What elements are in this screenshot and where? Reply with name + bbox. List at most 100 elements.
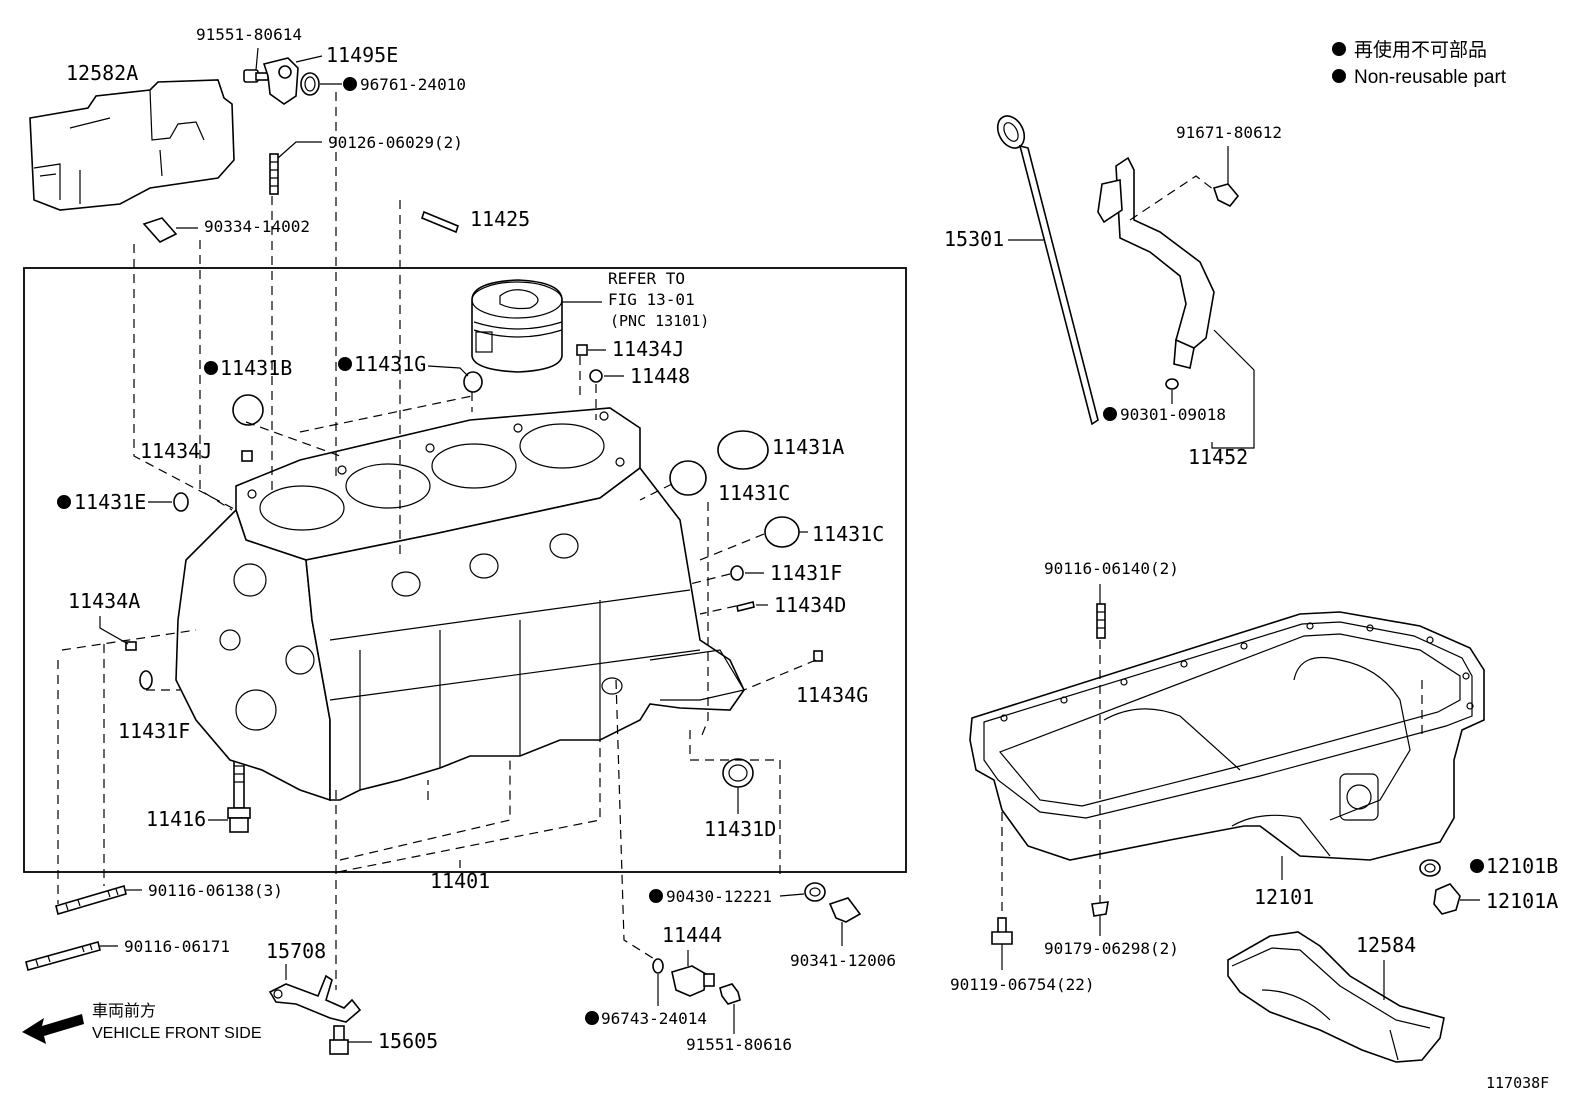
callout-11431B: 11431B <box>220 356 292 380</box>
callout-91551-80616: 91551-80616 <box>686 1035 792 1054</box>
plug-15605 <box>329 1025 349 1055</box>
insulator-12582A <box>29 79 235 211</box>
vehicle-front-arrow <box>22 1014 84 1044</box>
callout-11431E: 11431E <box>74 490 146 514</box>
callout-11425: 11425 <box>470 207 530 231</box>
figure-id: 117038F <box>1486 1074 1549 1092</box>
callout-11452: 11452 <box>1188 445 1248 469</box>
callout-90341-12006: 90341-12006 <box>790 951 896 970</box>
plug-11431C-2 <box>764 516 800 548</box>
gasket-12101B-inner <box>1424 863 1436 873</box>
callout-11434J-left: 11434J <box>140 439 212 463</box>
callout-91671-80612: 91671-80612 <box>1176 123 1282 142</box>
non-reusable-dot-90430 <box>649 889 663 903</box>
non-reusable-dot-96743 <box>585 1011 599 1025</box>
callout-11434G: 11434G <box>796 683 868 707</box>
non-reusable-dot-96761 <box>343 77 357 91</box>
callout-11434J-top: 11434J <box>612 337 684 361</box>
callout-90334-14002: 90334-14002 <box>204 217 310 236</box>
non-reusable-dot-11431E <box>57 495 71 509</box>
callout-90116-06171: 90116-06171 <box>124 937 230 956</box>
assembly-guides-top <box>133 92 817 741</box>
callout-12101: 12101 <box>1254 885 1314 909</box>
stud-90116-06138 <box>55 884 127 916</box>
lead-11431G <box>427 365 469 377</box>
callout-90179-06298: 90179-06298(2) <box>1044 939 1179 958</box>
callout-11431C-2: 11431C <box>812 522 884 546</box>
callout-96761-24010: 96761-24010 <box>360 75 466 94</box>
stud-90116-06171 <box>25 941 101 971</box>
callout-90116-06140: 90116-06140(2) <box>1044 559 1179 578</box>
lead-11495E <box>295 55 323 63</box>
callout-11495E: 11495E <box>326 43 398 67</box>
plug-90334-14002 <box>142 217 178 243</box>
piston-reference <box>471 279 563 373</box>
callout-11431C-1: 11431C <box>718 481 790 505</box>
gasket-12101B <box>1419 859 1441 877</box>
plug-11431B <box>232 394 264 426</box>
callout-11434A: 11434A <box>68 589 140 613</box>
pin-11434G <box>813 650 823 662</box>
refer-line2: FIG 13-01 <box>608 290 695 309</box>
legend-text-jp: 再使用不可部品 <box>1354 39 1487 61</box>
callout-11401: 11401 <box>430 869 490 893</box>
dipstick-15301 <box>996 115 1099 426</box>
refer-line1: REFER TO <box>608 269 685 288</box>
bolt-91551-80616 <box>719 983 741 1005</box>
callout-11431F-left: 11431F <box>118 719 190 743</box>
oil-pan-12101 <box>969 611 1485 861</box>
baffle-12584 <box>1227 931 1445 1063</box>
assembly-guides-bottom <box>57 629 781 990</box>
legend-dot-jp <box>1332 42 1346 56</box>
non-reusable-dot-11431G <box>338 357 352 371</box>
stud-11425 <box>421 210 459 234</box>
plug-11431C-1 <box>669 460 707 496</box>
lead-90430 <box>779 893 805 897</box>
o-ring-96761-24010-inner <box>304 76 316 92</box>
callout-90116-06138: 90116-06138(3) <box>148 881 283 900</box>
callout-12101B: 12101B <box>1486 854 1558 878</box>
callout-12584: 12584 <box>1356 933 1416 957</box>
callout-11448: 11448 <box>630 364 690 388</box>
plug-11431G <box>463 371 483 393</box>
callout-11444: 11444 <box>662 923 722 947</box>
guide-91671 <box>1129 175 1215 221</box>
drain-plug-12101A <box>1433 883 1461 915</box>
plug-90341-12006 <box>828 897 862 923</box>
callout-90430-12221: 90430-12221 <box>666 887 772 906</box>
non-reusable-dot-90301 <box>1103 407 1117 421</box>
plug-11431E <box>173 492 189 512</box>
pin-11434J-left <box>241 450 253 462</box>
pin-11434D <box>736 601 755 612</box>
callout-90119-06754: 90119-06754(22) <box>950 975 1095 994</box>
lead-11452 <box>1211 329 1255 449</box>
gasket-90430-inner <box>809 887 821 897</box>
cover-11495E <box>262 57 299 105</box>
o-ring-96743-24014 <box>652 958 664 974</box>
sensor-11444 <box>671 965 715 997</box>
nut-90179-06298 <box>1091 901 1109 917</box>
callout-11416: 11416 <box>146 807 206 831</box>
non-reusable-dot-11431B <box>204 361 218 375</box>
cylinder-block-11401 <box>175 407 745 802</box>
non-reusable-dot-12101B <box>1470 859 1484 873</box>
pin-11434J-top <box>576 344 588 356</box>
callout-12582A: 12582A <box>66 61 138 85</box>
o-ring-90301-09018 <box>1165 378 1179 390</box>
callout-15301: 15301 <box>944 227 1004 251</box>
stud-90126-06029 <box>269 153 279 195</box>
vehicle-front-jp: 車両前方 <box>92 1002 156 1020</box>
lead-90126 <box>277 141 322 159</box>
legend: 再使用不可部品 Non-reusable part <box>1332 39 1507 88</box>
o-ring-96761-24010 <box>300 72 320 96</box>
lead-11434A <box>99 616 129 645</box>
refer-line3: (PNC 13101) <box>610 312 709 330</box>
callout-90301-09018: 90301-09018 <box>1120 405 1226 424</box>
bracket-15708 <box>268 974 362 1023</box>
pin-11434A <box>125 641 137 651</box>
legend-dot-en <box>1332 69 1346 83</box>
callout-91551-80614: 91551-80614 <box>196 25 302 44</box>
callout-90126-06029: 90126-06029(2) <box>328 133 463 152</box>
pin-11448 <box>589 369 603 383</box>
